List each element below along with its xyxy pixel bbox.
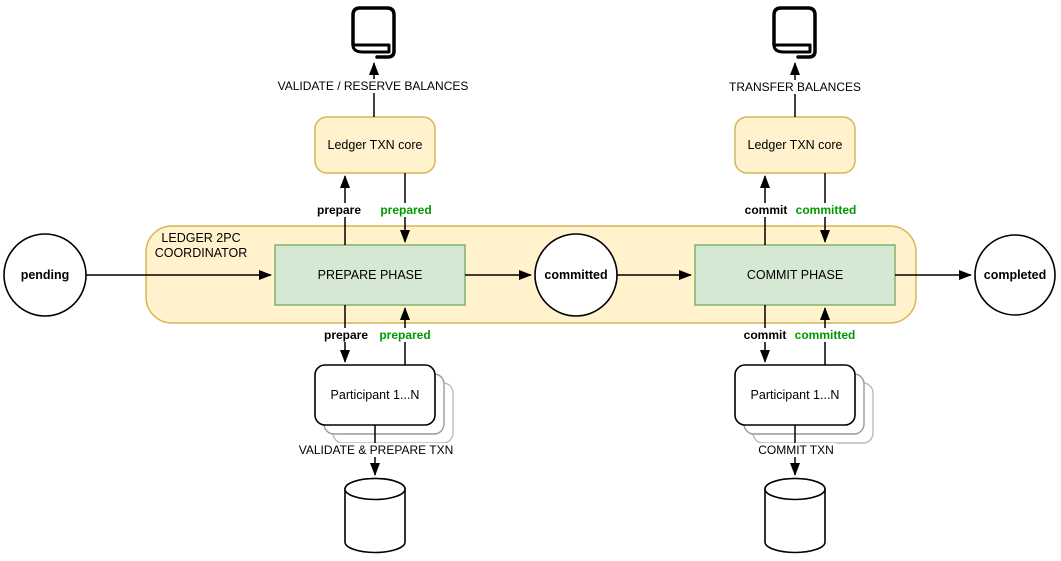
prepare-phase-label: PREPARE PHASE — [317, 268, 423, 282]
participant-stack-left — [314, 364, 454, 444]
state-completed-circle — [974, 234, 1056, 316]
commit-phase-label: COMMIT PHASE — [746, 268, 844, 282]
edge-label-prepared-bottom: prepared — [377, 328, 433, 342]
database-top — [764, 477, 826, 501]
ledger-txn-core-left-box — [314, 116, 436, 174]
participant-right-label: Participant 1...N — [750, 388, 840, 402]
book-caption-right: TRANSFER BALANCES — [726, 80, 864, 94]
book-cover — [772, 6, 817, 59]
db-caption-left: VALIDATE & PREPARE TXN — [296, 443, 456, 457]
database-top — [344, 477, 406, 501]
edge-label-prepare-top: prepare — [314, 203, 364, 217]
ledger-txn-core-right-label: Ledger TXN core — [747, 138, 843, 152]
participant-stack-right — [734, 364, 874, 444]
book-pages — [772, 43, 812, 54]
edge-label-commit-bottom: commit — [741, 328, 789, 342]
ledger-book-icon-right — [772, 6, 817, 59]
ledger-txn-core-left-label: Ledger TXN core — [327, 138, 423, 152]
edge-label-prepare-bottom: prepare — [321, 328, 371, 342]
edge-label-commit-top: commit — [742, 203, 790, 217]
book-pages — [351, 43, 391, 54]
database-icon-right — [764, 477, 826, 554]
state-pending-label: pending — [20, 268, 70, 282]
book-caption-left: VALIDATE / RESERVE BALANCES — [275, 79, 471, 93]
commit-phase-box — [694, 244, 896, 306]
coordinator-title-line2: COORDINATOR — [154, 246, 248, 260]
db-caption-right: COMMIT TXN — [756, 443, 836, 457]
prepare-phase-box — [274, 244, 466, 306]
edge-label-prepared-top: prepared — [378, 203, 434, 217]
database-icon-left — [344, 477, 406, 554]
state-committed-label: committed — [544, 268, 608, 282]
participant-left-label: Participant 1...N — [330, 388, 420, 402]
state-completed-label: completed — [983, 268, 1047, 282]
coordinator-title: LEDGER 2PC COORDINATOR — [155, 231, 248, 261]
edge-label-committed-top: committed — [793, 203, 859, 217]
edge-label-committed-bottom: committed — [792, 328, 858, 342]
ledger-book-icon-left — [351, 6, 396, 59]
coordinator-title-line1: LEDGER 2PC — [161, 231, 241, 245]
book-cover — [351, 6, 396, 59]
